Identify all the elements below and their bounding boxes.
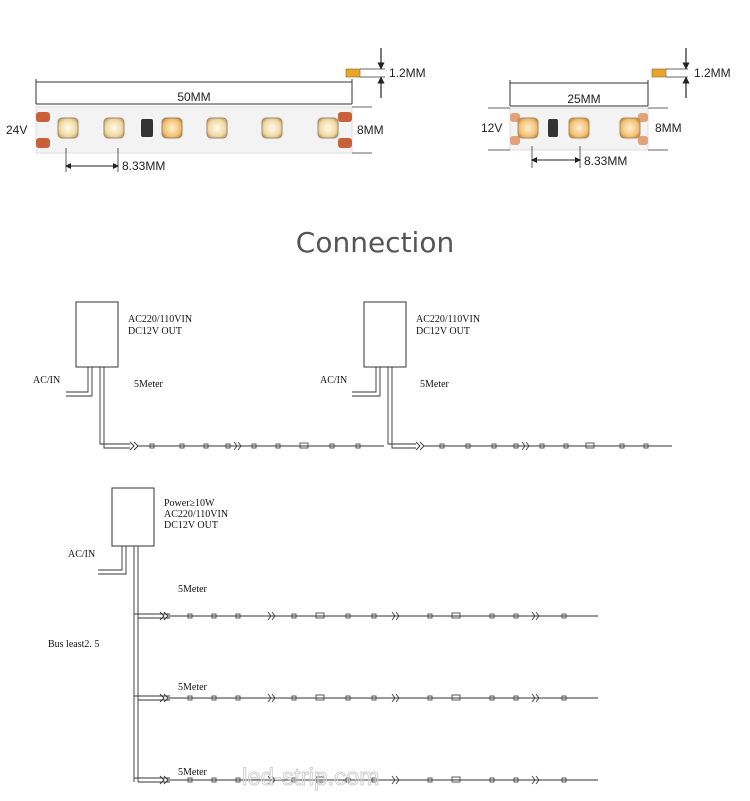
led xyxy=(317,117,339,139)
led xyxy=(261,117,283,139)
connection-diagram-b: AC220/110VIN DC12V OUT AC/IN 5Meter xyxy=(320,301,672,451)
strip-b-pad xyxy=(510,136,520,145)
resistor xyxy=(141,119,153,137)
led xyxy=(57,117,79,139)
supply-line-1: Power≥10W xyxy=(164,498,215,509)
connection-diagram-a: AC220/110VIN DC12V OUT AC/IN 5Meter xyxy=(33,301,384,451)
branch-3: 5Meter xyxy=(134,767,598,785)
branch-length-label: 5Meter xyxy=(178,682,208,693)
supply-line-2: DC12V OUT xyxy=(416,326,470,337)
led xyxy=(517,117,539,139)
connection-title: Connection xyxy=(296,226,454,259)
strip-a-pad xyxy=(36,112,50,122)
strip-b-voltage-label: 12V xyxy=(481,121,502,135)
strip-b-pad xyxy=(510,113,520,122)
led xyxy=(103,117,125,139)
strip-b-pad xyxy=(638,113,648,122)
power-supply-box xyxy=(111,487,155,547)
strip-b-length-label: 25MM xyxy=(567,92,600,106)
resistor xyxy=(548,119,558,137)
led xyxy=(161,117,183,139)
strip-a-edge-piece xyxy=(345,68,361,78)
length-label: 5Meter xyxy=(134,379,164,390)
connection-diagram-c: Power≥10W AC220/110VIN DC12V OUT AC/IN B… xyxy=(48,487,598,785)
strip-b-width-label: 8MM xyxy=(655,121,682,135)
strip-a-pad xyxy=(338,112,352,122)
strip-b-thickness-label: 1.2MM xyxy=(694,66,731,80)
strip-a-pitch-label: 8.33MM xyxy=(122,159,165,173)
power-supply-box xyxy=(75,301,119,368)
ac-input-label: AC/IN xyxy=(33,375,60,386)
ac-input-label: AC/IN xyxy=(68,549,95,560)
supply-line-3: DC12V OUT xyxy=(164,520,218,531)
power-supply-box xyxy=(363,301,407,368)
strip-a-pad xyxy=(36,138,50,148)
supply-line-2: DC12V OUT xyxy=(128,326,182,337)
strip-a-length-label: 50MM xyxy=(177,90,210,104)
supply-line-1: AC220/110VIN xyxy=(416,314,480,325)
length-label: 5Meter xyxy=(420,379,450,390)
strip-b-pitch-label: 8.33MM xyxy=(584,154,627,168)
strip-b: 25MM 1.2MM 8MM 12V 8.33MM xyxy=(481,48,731,168)
strip-a-thickness-label: 1.2MM xyxy=(389,66,426,80)
watermark-text: led-strip.com xyxy=(242,764,379,791)
led xyxy=(206,117,228,139)
strip-a-width-label: 8MM xyxy=(357,123,384,137)
supply-line-2: AC220/110VIN xyxy=(164,509,228,520)
strip-a-body xyxy=(35,106,353,154)
led xyxy=(619,117,641,139)
branch-1: 5Meter xyxy=(134,584,598,621)
strip-a-leds xyxy=(57,117,339,139)
branch-2: 5Meter xyxy=(134,682,598,703)
branch-length-label: 5Meter xyxy=(178,584,208,595)
supply-line-1: AC220/110VIN xyxy=(128,314,192,325)
ac-input-label: AC/IN xyxy=(320,375,347,386)
strip-b-edge-piece xyxy=(651,68,667,78)
strip-b-pad xyxy=(638,136,648,145)
strip-a-pad xyxy=(338,138,352,148)
branch-length-label: 5Meter xyxy=(178,767,208,778)
strip-b-leds xyxy=(517,117,641,139)
strip-a: 50MM 1.2MM 8MM 24V xyxy=(6,48,426,173)
led xyxy=(568,117,590,139)
strip-a-voltage-label: 24V xyxy=(6,123,27,137)
bus-label: Bus least2. 5 xyxy=(48,639,99,650)
